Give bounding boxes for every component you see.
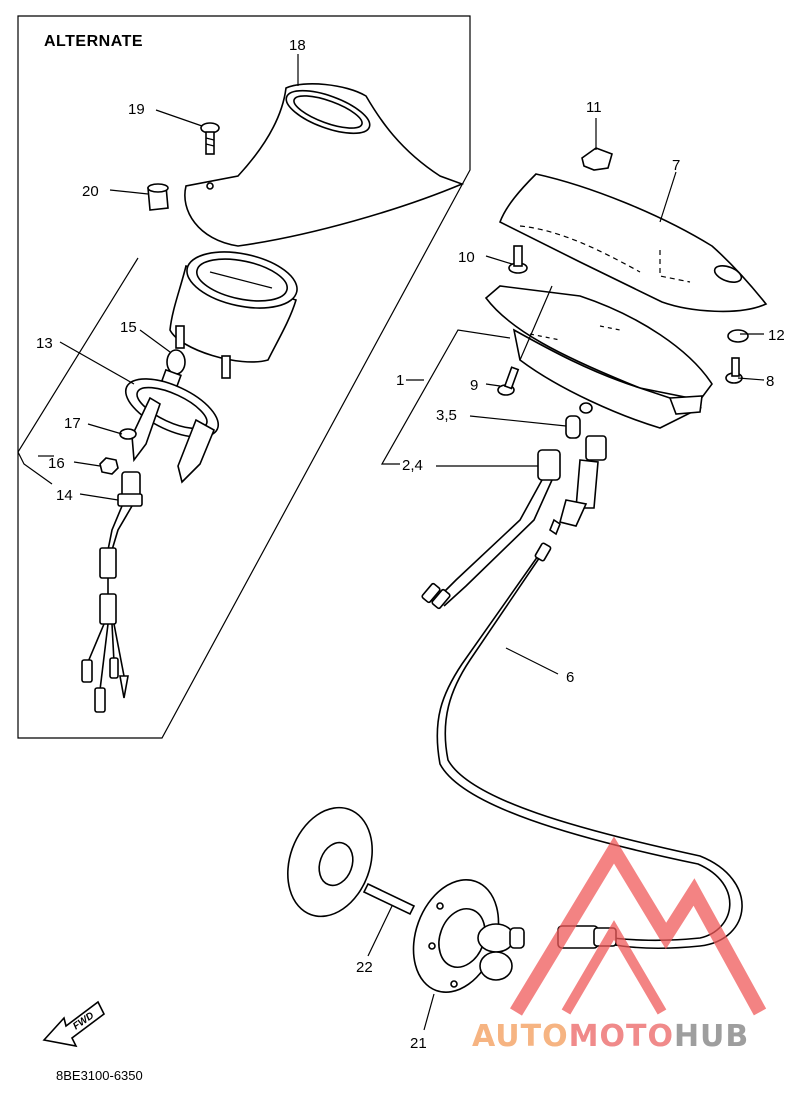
callout-18: 18 bbox=[289, 37, 306, 54]
screw-19-part bbox=[200, 122, 220, 155]
grommet-12-part bbox=[727, 329, 749, 343]
alternate-title: ALTERNATE bbox=[44, 33, 143, 50]
diagram-code: 8BE3100-6350 bbox=[56, 1068, 143, 1083]
callout-1: 1 bbox=[396, 372, 404, 389]
callout-10: 10 bbox=[458, 249, 475, 266]
meter-cover-7-part bbox=[498, 173, 768, 313]
callout-3-5: 3,5 bbox=[436, 407, 457, 424]
disc-plate-part bbox=[287, 806, 373, 918]
speedo-cable-6-part bbox=[436, 435, 743, 949]
gearbox-21-part bbox=[412, 879, 525, 993]
callout-2-4: 2,4 bbox=[402, 457, 423, 474]
callout-22: 22 bbox=[356, 959, 373, 976]
callout-14: 14 bbox=[56, 487, 73, 504]
nut-17-part bbox=[119, 428, 137, 440]
screw-10-part bbox=[508, 245, 528, 274]
callout-12: 12 bbox=[768, 327, 785, 344]
callout-15: 15 bbox=[120, 319, 137, 336]
callout-11: 11 bbox=[586, 99, 602, 116]
socket-2-4-part bbox=[421, 449, 561, 610]
group-bracket-main bbox=[380, 329, 511, 465]
meter-visor-part bbox=[184, 83, 465, 247]
alternate-inset-frame bbox=[17, 15, 471, 739]
grommet-20-part bbox=[147, 183, 169, 211]
bracket-13-part bbox=[124, 378, 220, 484]
callout-19: 19 bbox=[128, 101, 145, 118]
watermark-text: AUTOMOTOHUB bbox=[472, 1019, 749, 1054]
fwd-arrow-icon: FWD bbox=[42, 1000, 106, 1048]
nut-16-part bbox=[99, 457, 119, 475]
bulb-3-5-part bbox=[565, 402, 593, 439]
callout-20: 20 bbox=[82, 183, 99, 200]
shaft-22-part bbox=[362, 882, 416, 916]
callout-17: 17 bbox=[64, 415, 81, 432]
watermark-logo bbox=[510, 836, 767, 1016]
callout-21: 21 bbox=[410, 1035, 427, 1052]
callout-8: 8 bbox=[766, 373, 774, 390]
callout-13: 13 bbox=[36, 335, 53, 352]
alt-speedometer-part bbox=[169, 251, 298, 379]
socket-14-part bbox=[81, 471, 143, 713]
callout-9: 9 bbox=[470, 377, 478, 394]
speedometer-1-part bbox=[484, 285, 713, 429]
group-bracket-alt bbox=[17, 257, 139, 485]
screw-9-part bbox=[497, 366, 520, 396]
screw-8-part bbox=[725, 357, 743, 384]
callout-7: 7 bbox=[672, 157, 680, 174]
callout-16: 16 bbox=[48, 455, 65, 472]
nut-11-part bbox=[581, 147, 613, 171]
callout-6: 6 bbox=[566, 669, 574, 686]
